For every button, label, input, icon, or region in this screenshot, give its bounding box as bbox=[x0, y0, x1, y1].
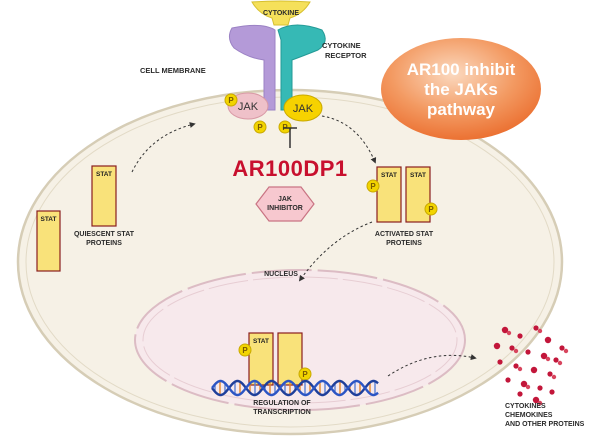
secreted-protein-dot bbox=[505, 377, 511, 383]
phospho-group bbox=[238, 343, 252, 357]
outputs-label-2: CHEMOKINES bbox=[505, 412, 553, 419]
secreted-proteins-cluster bbox=[493, 325, 569, 406]
regulation-label-1: REGULATION OF bbox=[253, 400, 311, 407]
secreted-protein-dot bbox=[509, 345, 515, 351]
secreted-protein-dot bbox=[537, 400, 543, 406]
stat-label: STAT bbox=[40, 216, 56, 223]
arrow-activated-to-nucleus bbox=[298, 221, 373, 282]
secreted-protein-dot bbox=[493, 342, 501, 350]
outputs-label-1: CYTOKINES bbox=[505, 403, 546, 410]
nuclear-stat-protein bbox=[277, 332, 303, 386]
secreted-protein-dot bbox=[513, 363, 519, 369]
secreted-protein-dot bbox=[557, 360, 563, 366]
phospho-group bbox=[278, 120, 292, 134]
stat-label: STAT bbox=[96, 171, 112, 178]
secreted-protein-dot bbox=[517, 391, 523, 397]
secreted-protein-dot bbox=[537, 385, 543, 391]
activated-label-1: ACTIVATED STAT bbox=[375, 231, 434, 238]
cytokine-label: CYTOKINE bbox=[263, 10, 299, 17]
secreted-protein-dot bbox=[525, 349, 531, 355]
outputs-label-3: AND OTHER PROTEINS bbox=[505, 421, 585, 428]
secreted-protein-dot bbox=[501, 326, 509, 334]
jak-right-label: JAK bbox=[293, 103, 314, 115]
jak-inhibitor-label-2: INHIBITOR bbox=[267, 205, 303, 212]
stat-label: STAT bbox=[253, 338, 269, 345]
arrow-transcription-to-output bbox=[387, 354, 477, 377]
phospho-label: P bbox=[302, 370, 308, 379]
secreted-protein-dot bbox=[533, 325, 539, 331]
cytokine-ligand bbox=[251, 0, 311, 26]
cytokine-receptor-label-2: RECEPTOR bbox=[325, 51, 367, 60]
secreted-protein-dot bbox=[520, 380, 528, 388]
cell-membrane-label: CELL MEMBRANE bbox=[140, 66, 206, 75]
receptor-teal-chain bbox=[277, 24, 326, 111]
secreted-protein-dot bbox=[553, 357, 559, 363]
activated-stat-protein: STAT bbox=[405, 166, 431, 223]
secreted-protein-dot bbox=[540, 352, 548, 360]
secreted-protein-dot bbox=[545, 356, 551, 362]
phospho-group bbox=[366, 179, 380, 193]
secreted-protein-dot bbox=[544, 336, 552, 344]
dna-strand bbox=[211, 379, 379, 397]
nuclear-stat-protein: STAT bbox=[248, 332, 274, 386]
secreted-protein-dot bbox=[506, 330, 512, 336]
arrow-jak-to-activated bbox=[321, 115, 377, 164]
activated-label-2: PROTEINS bbox=[386, 240, 422, 247]
drug-name: AR100DP1 bbox=[232, 156, 347, 181]
jak-inhibitor-hexagon bbox=[255, 186, 315, 222]
quiescent-stat-protein: STAT bbox=[91, 165, 117, 227]
phospho-group bbox=[424, 202, 438, 216]
secreted-protein-dot bbox=[551, 374, 557, 380]
secreted-protein-dot bbox=[532, 396, 540, 404]
phospho-label: P bbox=[228, 96, 234, 105]
phospho-label: P bbox=[370, 182, 376, 191]
secreted-protein-dot bbox=[549, 389, 555, 395]
jak-protein-right bbox=[283, 94, 323, 122]
secreted-protein-dot bbox=[525, 384, 531, 390]
secreted-protein-dot bbox=[559, 345, 565, 351]
jak-left-label: JAK bbox=[238, 101, 259, 113]
secreted-protein-dot bbox=[547, 371, 553, 377]
callout-line-2: the JAKs bbox=[424, 80, 498, 99]
regulation-label-2: TRANSCRIPTION bbox=[253, 409, 311, 416]
secreted-protein-dot bbox=[537, 328, 543, 334]
secreted-protein-dot bbox=[497, 359, 503, 365]
arrow-quiescent-to-receptor bbox=[131, 122, 196, 173]
activated-stat-protein: STAT bbox=[376, 166, 402, 223]
callout-bubble bbox=[381, 38, 541, 140]
quiescent-stat-protein: STAT bbox=[36, 210, 61, 272]
quiescent-label-2: PROTEINS bbox=[86, 240, 122, 247]
nucleus-label: NUCLEUS bbox=[264, 271, 298, 278]
callout-line-3: pathway bbox=[427, 100, 496, 119]
secreted-protein-dot bbox=[517, 366, 523, 372]
dna-strand bbox=[211, 379, 379, 397]
phospho-group bbox=[224, 93, 238, 107]
stat-label: STAT bbox=[381, 172, 397, 179]
jak-protein-left bbox=[227, 92, 269, 120]
secreted-protein-dot bbox=[513, 348, 519, 354]
receptor-purple-chain bbox=[228, 24, 276, 111]
cytokine-receptor bbox=[228, 24, 326, 111]
secreted-protein-dot bbox=[563, 348, 569, 354]
quiescent-label-1: QUIESCENT STAT bbox=[74, 231, 135, 238]
phospho-label: P bbox=[242, 346, 248, 355]
phospho-label: P bbox=[257, 123, 263, 132]
secreted-protein-dot bbox=[517, 333, 523, 339]
stat-label: STAT bbox=[410, 172, 426, 179]
jak-inhibitor-label-1: JAK bbox=[278, 196, 292, 203]
callout-line-1: AR100 inhibit bbox=[407, 60, 516, 79]
cytokine-receptor-label-1: CYTOKINE bbox=[322, 41, 361, 50]
phospho-group bbox=[253, 120, 267, 134]
inhibition-bar bbox=[283, 127, 297, 148]
secreted-protein-dot bbox=[530, 366, 538, 374]
dna-helix bbox=[211, 379, 379, 397]
phospho-label: P bbox=[428, 205, 434, 214]
